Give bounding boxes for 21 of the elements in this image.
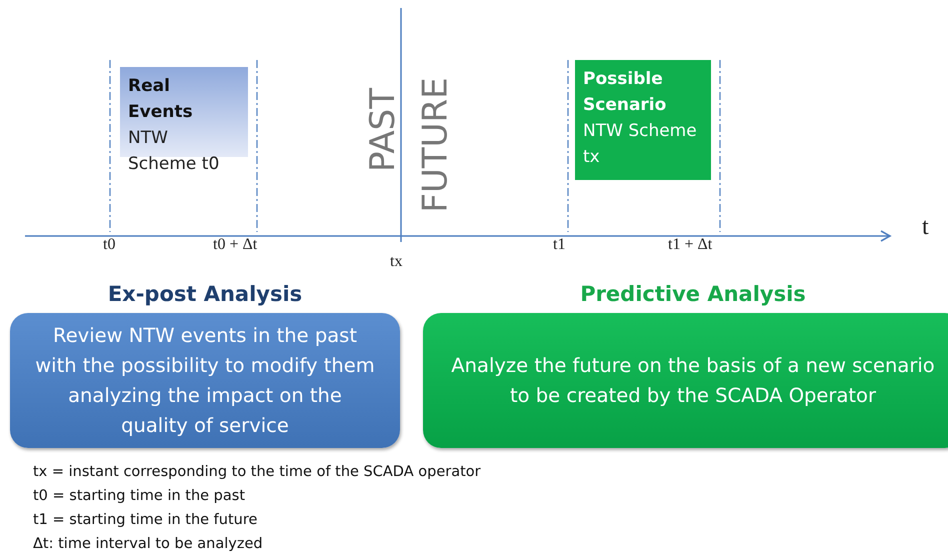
note-text: tx = instant corresponding to the time of the SCADA operator: [33, 464, 481, 480]
section-heading: Predictive Analysis: [579, 281, 807, 308]
box-text: NTW Scheme t0: [128, 127, 220, 176]
tick-label: t0: [103, 236, 116, 254]
box-heading: Possible Scenario: [583, 68, 668, 117]
tick-label: t1 + Δt: [668, 236, 712, 254]
note-text: t1 = starting time in the future: [33, 512, 258, 528]
tick-label: t1: [553, 236, 566, 254]
axis-region-label: FUTURE: [415, 77, 456, 213]
tick-label: tx: [390, 253, 402, 271]
section-heading: Ex-post Analysis: [106, 281, 304, 308]
analysis-box: Analyze the future on the basis of a new scenario to be created by the SCADA Operator: [423, 313, 948, 448]
axis-label: t: [922, 214, 929, 241]
event-box: [575, 60, 711, 180]
tick-label: t0 + Δt: [213, 236, 258, 254]
box-text: NTW Scheme tx: [583, 120, 698, 169]
axis-region-label: PAST: [362, 88, 403, 172]
note-text: Δt: time interval to be analyzed: [33, 536, 263, 552]
note-text: t0 = starting time in the past: [33, 488, 246, 504]
analysis-box: Review NTW events in the past with the possibility to modify them analyzing the impact on the quality of service: [10, 313, 400, 448]
box-heading: Real Events: [128, 75, 194, 124]
